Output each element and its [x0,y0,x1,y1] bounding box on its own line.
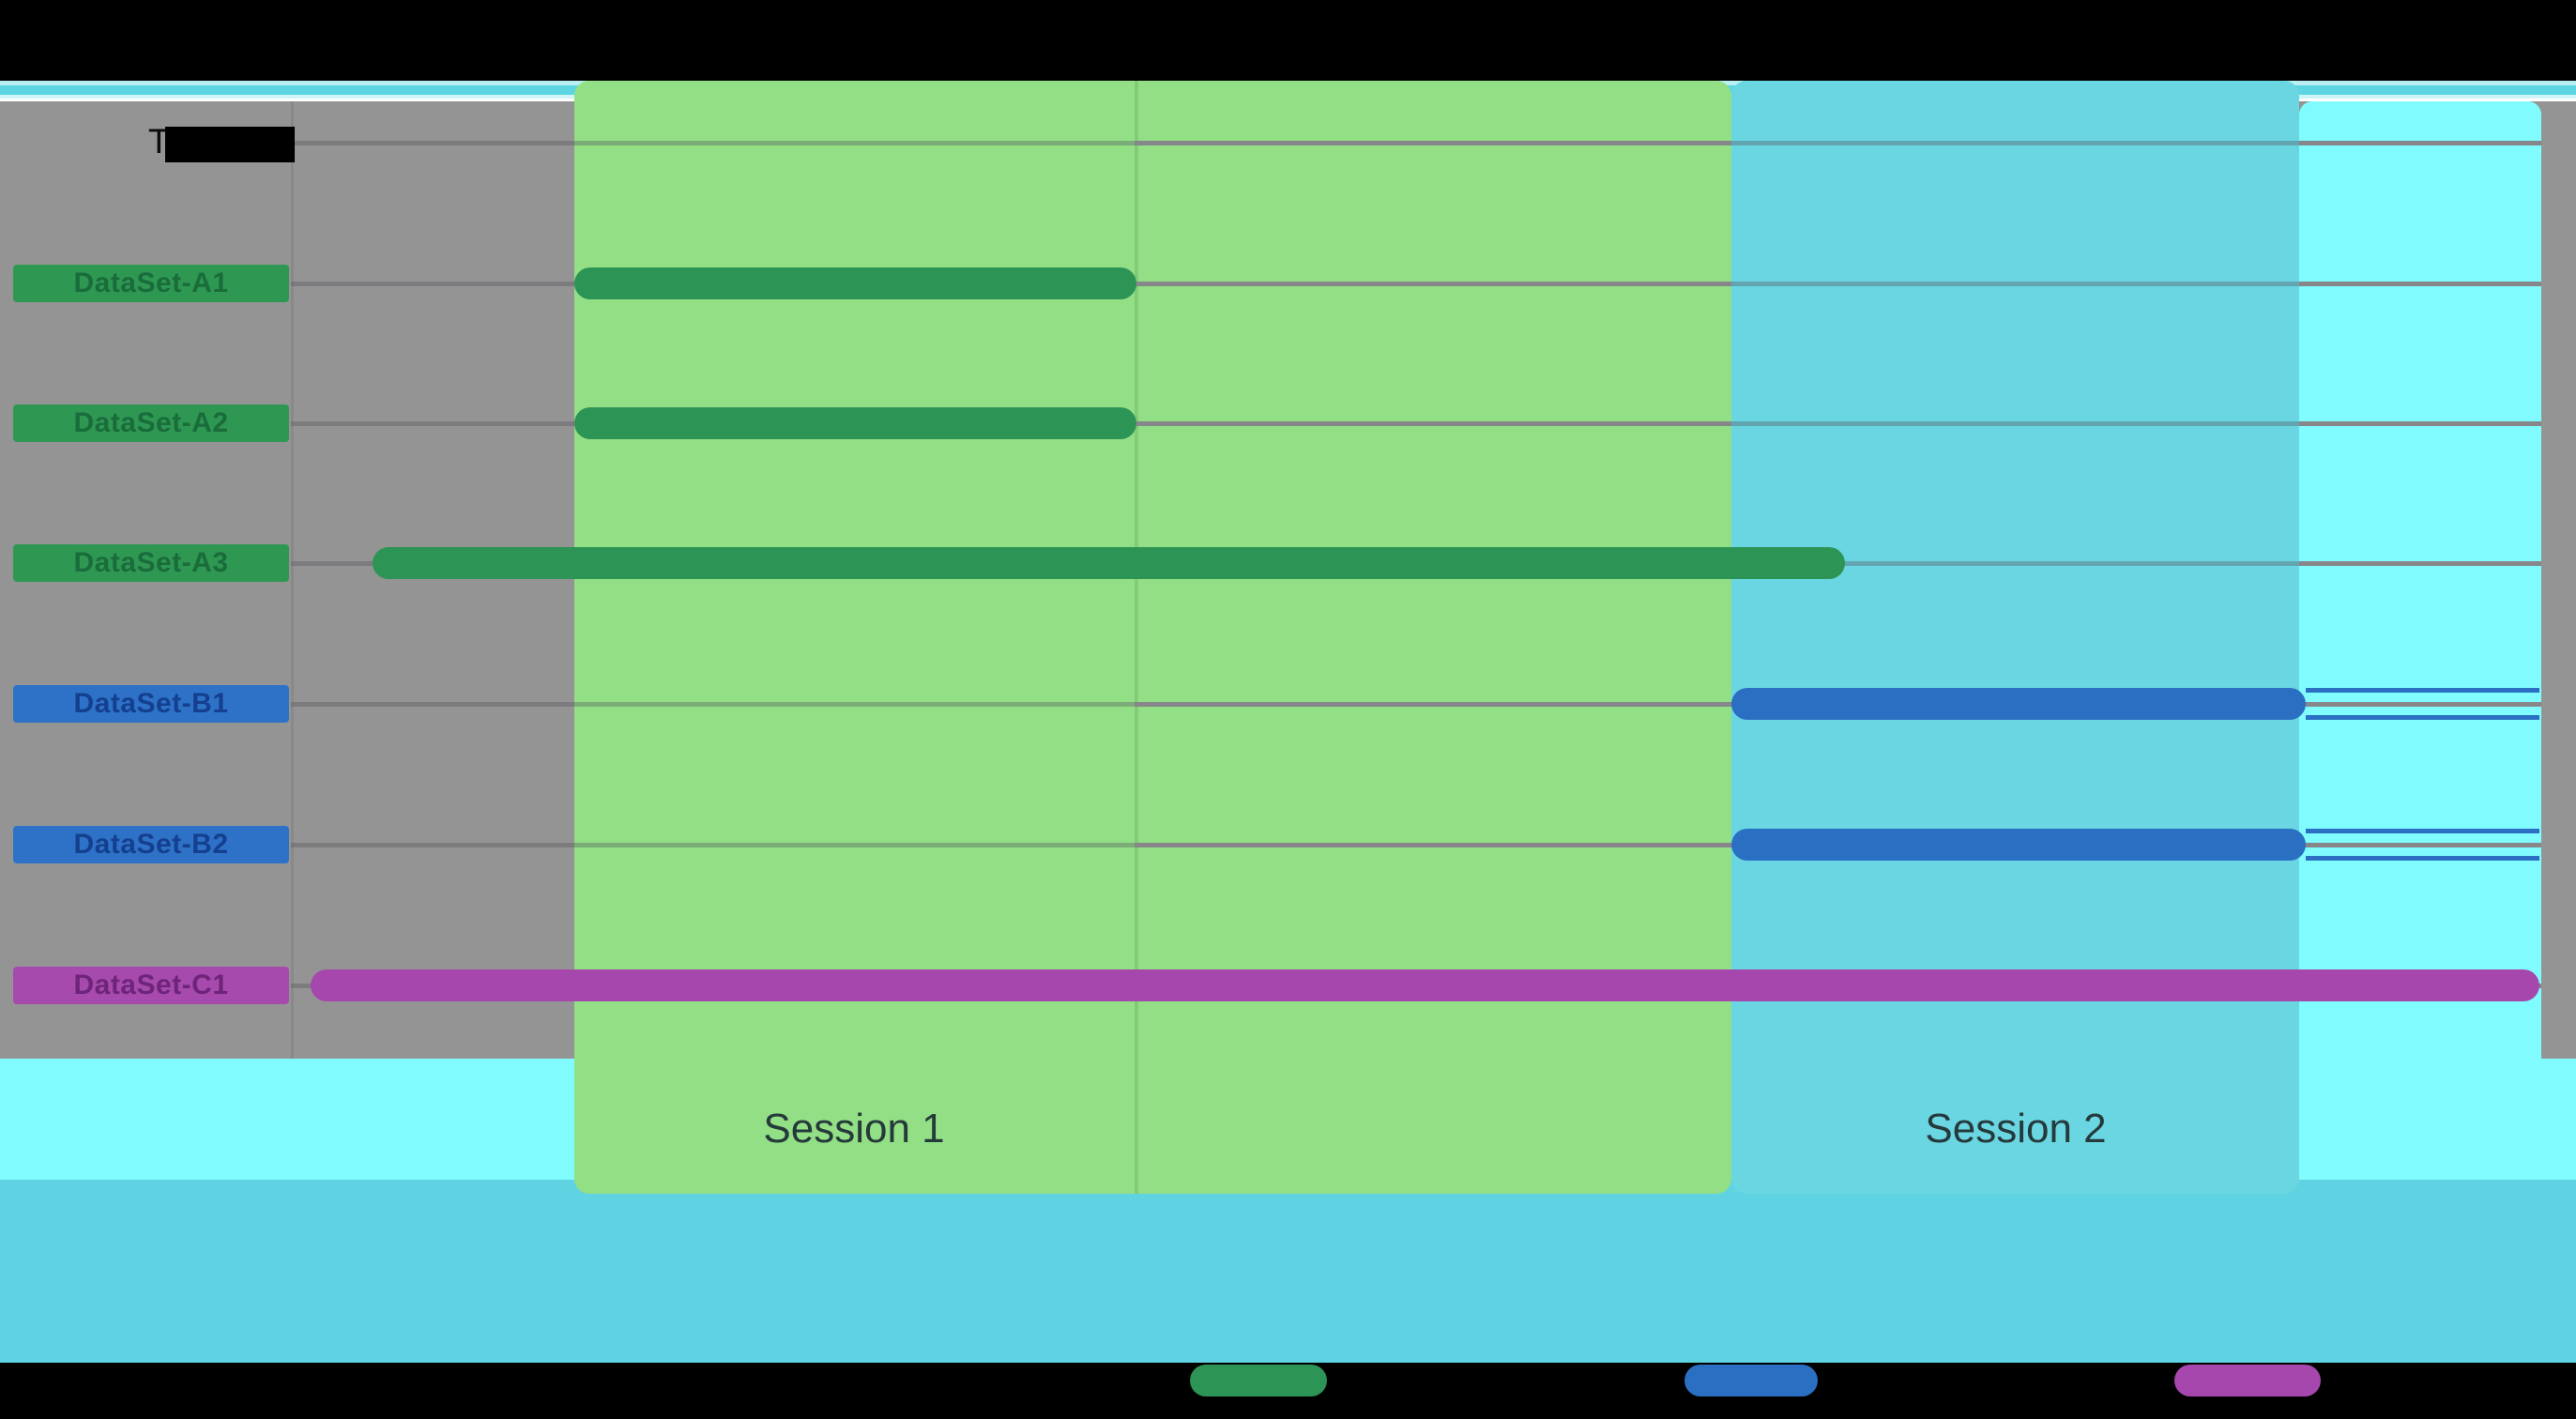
task-bar-dataset-c1[interactable] [311,969,2539,1001]
h-gridline-dark-segment [2299,141,2541,145]
h-gridline-dark-segment [1135,282,1731,286]
row-label-dataset-a3: DataSet-A3 [13,544,289,582]
h-gridline-dark-segment [2299,561,2541,566]
task-bar-dataset-a1[interactable] [574,267,1136,299]
session-3-band [2299,101,2541,1180]
task-bar-track-dataset-b2 [2306,829,2539,861]
h-gridline-dark-segment [1135,843,1731,847]
task-bar-dataset-b1[interactable] [1731,688,2306,720]
session-2-band [1731,81,2299,1194]
row-label-dataset-a2: DataSet-A2 [13,404,289,442]
task-bar-track-dataset-b1 [2306,688,2539,720]
h-gridline-dark-segment [1135,421,1731,426]
footer-strip [0,1180,2576,1363]
h-gridline-dark-segment [1135,141,1731,145]
task-bar-dataset-a3[interactable] [373,547,1845,579]
plot-right-margin [2541,101,2576,1059]
task-bar-dataset-b2[interactable] [1731,829,2306,861]
legend-swatch-series-blue[interactable] [1684,1365,1818,1396]
row-label-dataset-b2: DataSet-B2 [13,826,289,863]
h-gridline-dark-segment [2299,702,2541,707]
occlusion-box [165,127,295,162]
legend-swatch-series-green[interactable] [1190,1365,1327,1396]
legend-swatch-series-purple[interactable] [2174,1365,2321,1396]
h-gridline-dark-segment [2299,843,2541,847]
h-gridline-dark-segment [1135,702,1731,707]
h-gridline-dark-segment [2299,421,2541,426]
row-label-dataset-c1: DataSet-C1 [13,967,289,1004]
row-label-dataset-a1: DataSet-A1 [13,265,289,302]
plot-left-spine [291,101,294,1059]
band-seam-line [1135,81,1138,1194]
session-1-label: Session 1 [763,1106,945,1152]
session-1-band [574,81,1731,1194]
session-2-label: Session 2 [1925,1106,2107,1152]
row-label-dataset-b1: DataSet-B1 [13,685,289,723]
task-bar-dataset-a2[interactable] [574,407,1136,439]
h-gridline-dark-segment [2299,282,2541,286]
